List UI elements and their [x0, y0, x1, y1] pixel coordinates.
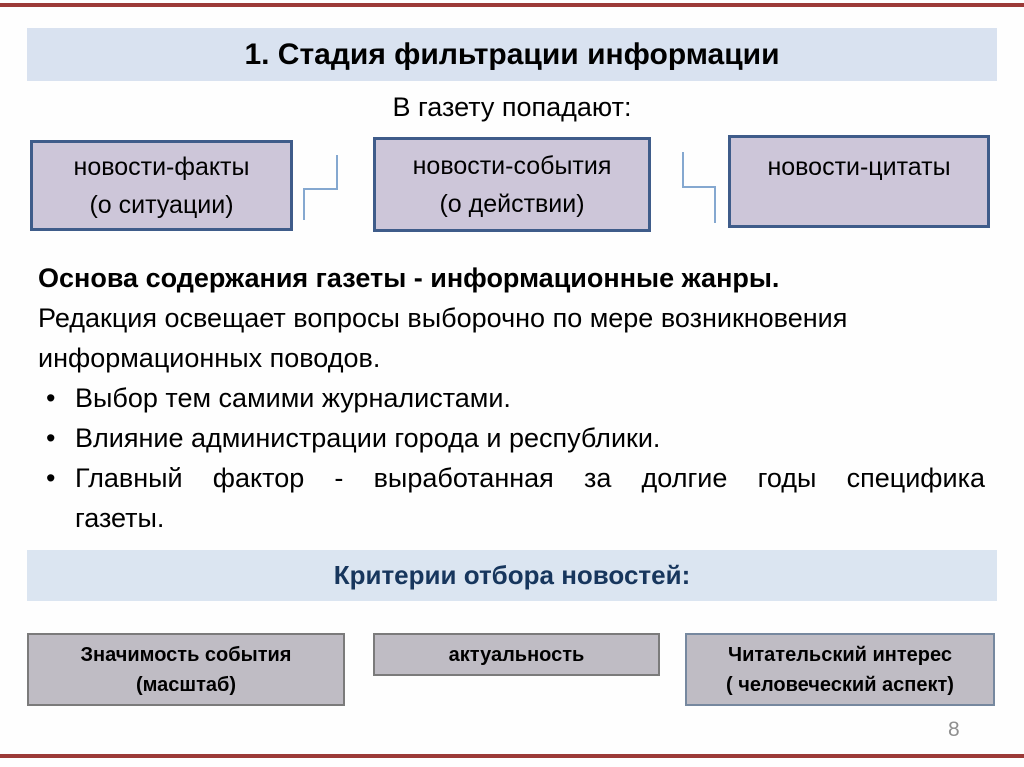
bullet-item-3: Главный фактор - выработанная за долгие … — [38, 458, 985, 538]
criteria-box-reader-interest-line2: ( человеческий аспект) — [726, 673, 954, 696]
lead-sentence-bold: Основа содержания газеты - информационны… — [38, 263, 780, 293]
body-text-block: Основа содержания газеты - информационны… — [38, 258, 985, 538]
bottom-accent-line — [0, 754, 1024, 758]
criteria-box-reader-interest: Читательский интерес ( человеческий аспе… — [685, 633, 995, 706]
slide-title: 1. Стадия фильтрации информации — [244, 37, 780, 71]
news-box-facts: новости-факты (о ситуации) — [30, 140, 293, 231]
criteria-box-significance-line2: (масштаб) — [135, 673, 237, 696]
criteria-heading: Критерии отбора новостей: — [333, 560, 691, 590]
bullet-item-3-line1: Главный фактор - выработанная за долгие … — [75, 463, 985, 493]
top-accent-line — [0, 3, 1024, 7]
criteria-heading-bar: Критерии отбора новостей: — [27, 550, 997, 601]
slide-title-bar: 1. Стадия фильтрации информации — [27, 28, 997, 81]
bullet-list: Выбор тем самими журналистами. Влияние а… — [38, 378, 985, 538]
connector-box2-box3 — [682, 152, 716, 223]
news-box-quotes: новости-цитаты — [728, 135, 990, 228]
criteria-box-relevance: актуальность — [373, 633, 660, 676]
news-box-events: новости-события (о действии) — [373, 137, 651, 232]
bullet-item-1: Выбор тем самими журналистами. — [38, 378, 985, 418]
news-box-events-line2: (о действии) — [439, 189, 585, 218]
lead-sentence-rest: Редакция освещает вопросы выборочно по м… — [38, 303, 848, 373]
criteria-box-significance-line1: Значимость события — [80, 643, 292, 666]
bullet-item-3-line2: газеты. — [75, 503, 165, 533]
news-box-quotes-line1: новости-цитаты — [767, 153, 951, 181]
criteria-box-relevance-line1: актуальность — [448, 643, 585, 666]
criteria-box-reader-interest-line1: Читательский интерес — [728, 643, 952, 666]
news-box-facts-line2: (о ситуации) — [89, 190, 234, 219]
page-number: 8 — [948, 718, 960, 741]
intro-label: В газету попадают: — [392, 92, 632, 122]
news-box-events-line1: новости-события — [412, 151, 612, 180]
connector-box1-box2 — [303, 155, 338, 220]
criteria-box-significance: Значимость события (масштаб) — [27, 633, 345, 706]
bullet-item-2: Влияние администрации города и республик… — [38, 418, 985, 458]
news-box-facts-line1: новости-факты — [73, 152, 250, 181]
